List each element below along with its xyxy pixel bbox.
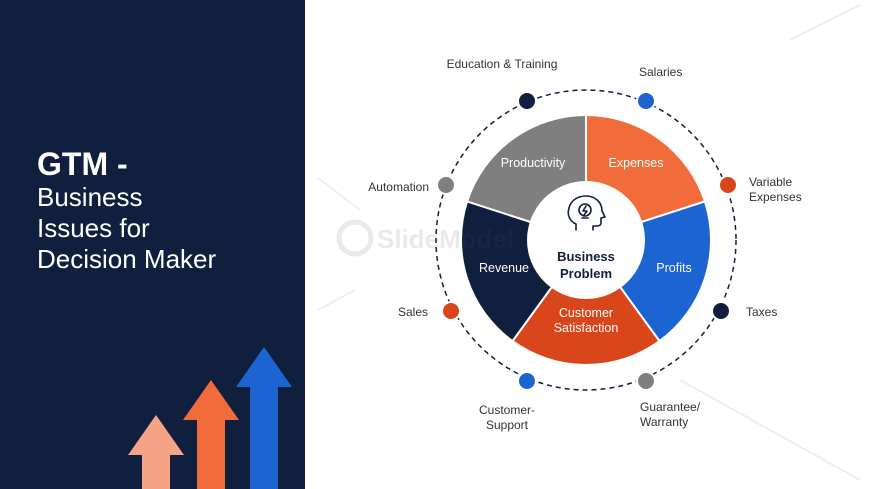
segment-label-customer-satisfaction-2: Satisfaction <box>554 321 619 335</box>
segment-label-customer-satisfaction-1: Customer <box>559 306 613 320</box>
segment-label-productivity: Productivity <box>501 156 566 170</box>
dot-sales <box>441 301 461 321</box>
segment-customer-satisfaction <box>511 238 661 366</box>
label-sales: Sales <box>397 305 428 319</box>
slide-title: GTM - Business Issues for Decision Maker <box>37 146 216 275</box>
dot-taxes <box>711 301 731 321</box>
arrow-peach <box>128 415 184 489</box>
label-variable-expenses: Variable Expenses <box>749 175 802 204</box>
dot-customer-support <box>517 371 537 391</box>
center-label-line2: Problem <box>560 266 612 281</box>
center-circle <box>527 181 645 299</box>
title-main: GTM - <box>37 146 128 182</box>
label-education-training: Education & Training <box>446 57 558 71</box>
head-lightbulb-icon <box>567 195 606 231</box>
dot-variable-expenses <box>718 175 738 195</box>
label-automation: Automation <box>368 180 429 194</box>
label-customer-support: Customer- Support <box>478 403 535 432</box>
growth-arrows-icon <box>128 347 292 489</box>
center-label-line1: Business <box>557 249 615 264</box>
label-taxes: Taxes <box>746 305 778 319</box>
arrow-blue <box>236 347 292 489</box>
label-salaries: Salaries <box>639 65 683 79</box>
title-panel: GTM - Business Issues for Decision Maker <box>0 0 305 489</box>
label-guarantee-warranty: Guarantee/ Warranty <box>640 400 701 429</box>
dot-automation <box>436 175 456 195</box>
segment-label-expenses: Expenses <box>609 156 664 170</box>
segment-label-profits: Profits <box>656 261 691 275</box>
arrow-orange <box>183 380 239 489</box>
watermark: SlideModel <box>336 219 514 257</box>
dot-guarantee-warranty <box>636 371 656 391</box>
title-line-1: Business <box>37 182 143 212</box>
title-line-2: Issues for <box>37 213 150 243</box>
segment-label-revenue: Revenue <box>479 261 529 275</box>
watermark-text: SlideModel <box>377 224 514 254</box>
dot-salaries <box>636 91 656 111</box>
title-line-3: Decision Maker <box>37 244 217 274</box>
outer-dashed-ring <box>435 89 737 391</box>
dot-education-training <box>517 91 537 111</box>
